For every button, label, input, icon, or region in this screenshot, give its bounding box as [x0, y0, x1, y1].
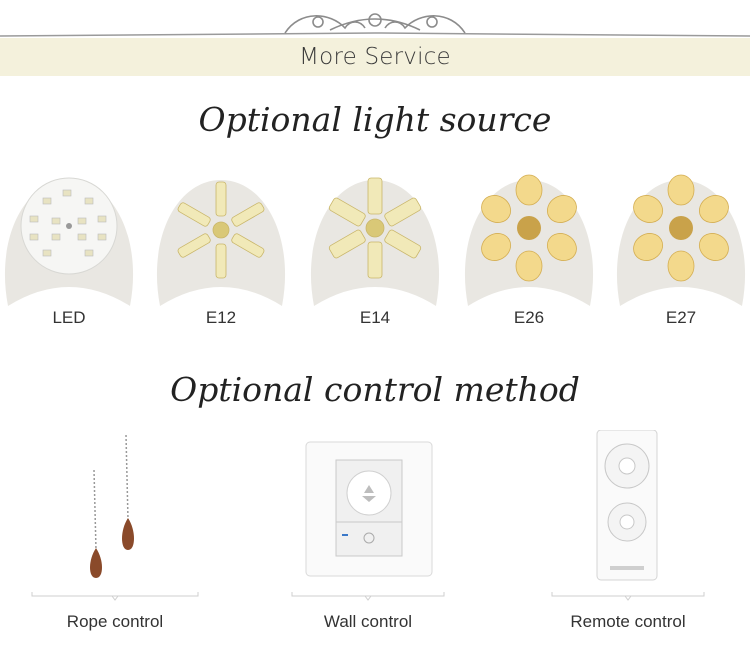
- light-item-e26: E26: [460, 168, 598, 327]
- led-module-image: [4, 177, 134, 306]
- pull-chain-image: [31, 434, 199, 601]
- light-label-e14: E14: [359, 308, 391, 327]
- light-item-e14: E14: [306, 168, 444, 327]
- control-item-remote: Remote control: [548, 429, 708, 631]
- light-label-e27: E27: [665, 308, 697, 327]
- control-item-wall: Wall control: [290, 430, 446, 631]
- e12-bulbs-image: [156, 180, 286, 306]
- light-label-led: LED: [52, 308, 86, 327]
- control-item-rope: Rope control: [30, 430, 200, 631]
- wall-switch-image: [291, 441, 445, 601]
- e14-bulbs-image: [310, 177, 440, 306]
- e27-bulbs-image: [616, 174, 746, 306]
- light-source-title: Optional light source: [198, 100, 552, 139]
- banner-title: More Service: [299, 44, 451, 70]
- light-item-led: LED: [0, 168, 138, 327]
- control-label-wall: Wall control: [323, 612, 413, 631]
- light-item-e12: E12: [152, 168, 290, 327]
- control-method-title: Optional control method: [170, 370, 580, 409]
- control-label-remote: Remote control: [570, 612, 686, 631]
- light-item-e27: E27: [612, 168, 750, 327]
- header-ornament: [0, 13, 750, 37]
- section-banner: More Service: [0, 38, 750, 76]
- remote-image: [551, 429, 705, 601]
- control-label-rope: Rope control: [66, 612, 164, 631]
- e26-bulbs-image: [464, 174, 594, 306]
- light-label-e12: E12: [205, 308, 237, 327]
- light-label-e26: E26: [513, 308, 545, 327]
